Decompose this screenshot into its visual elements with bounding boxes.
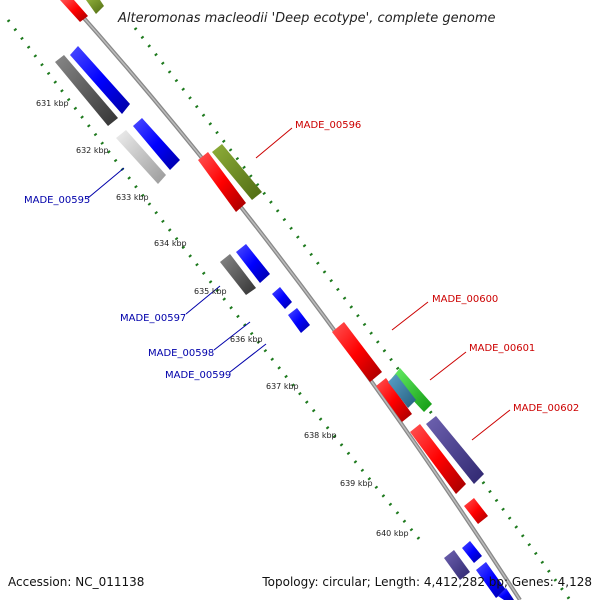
gene-label-made-00598[interactable]: MADE_00598 [148,348,214,359]
gene-feature-red-600b[interactable] [376,378,412,422]
gene-feature-blue-2[interactable] [133,118,180,170]
gene-feature-blue-599[interactable] [288,308,310,333]
kbp-tick-631: 631 kbp [36,99,69,108]
gene-feature-blue-597[interactable] [236,244,270,283]
gene-feature-red-602b[interactable] [464,498,488,524]
kbp-tick-634: 634 kbp [154,239,187,248]
callout-line-598 [213,321,251,351]
callout-line-600 [391,301,429,331]
callout-line-595 [87,167,125,199]
callout-line-599 [229,343,267,373]
kbp-tick-633: 633 kbp [116,193,149,202]
gene-feature-red-600[interactable] [332,322,382,382]
kbp-tick-640: 640 kbp [376,529,409,538]
topology-text: Topology: circular; Length: 4,412,282 bp… [261,575,592,589]
kbp-tick-636: 636 kbp [230,335,263,344]
gene-label-made-00597[interactable]: MADE_00597 [120,313,186,324]
gene-feature-blue-1[interactable] [70,46,130,114]
gene-feature-purple-bottom[interactable] [444,550,470,580]
kbp-tick-638: 638 kbp [304,431,337,440]
gene-feature-green-601[interactable] [392,368,432,412]
gene-label-made-00602[interactable]: MADE_00602 [513,403,579,414]
callout-line-596 [255,127,293,159]
gene-feature-dark-gray-2[interactable] [220,254,256,295]
gene-feature-purple-602[interactable] [426,416,484,484]
gene-feature-teal-601[interactable] [388,374,416,408]
gene-label-made-00600[interactable]: MADE_00600 [432,294,498,305]
gene-feature-olive-596[interactable] [212,144,262,200]
callout-line-597 [185,285,221,315]
callout-line-601 [429,351,467,381]
genome-backbone-highlight [67,0,521,600]
gene-feature-dark-gray-1[interactable] [55,55,118,126]
accession-text: Accession: NC_011138 [8,575,144,589]
gene-feature-red-602a[interactable] [410,424,466,494]
gene-feature-top-olive[interactable] [86,0,104,14]
gene-feature-light-gray[interactable] [116,130,166,184]
gene-label-made-00596[interactable]: MADE_00596 [295,120,361,131]
gene-label-made-00599[interactable]: MADE_00599 [165,370,231,381]
kbp-tick-632: 632 kbp [76,146,109,155]
kbp-tick-635: 635 kbp [194,287,227,296]
kbp-tick-639: 639 kbp [340,479,373,488]
gene-feature-blue-598[interactable] [272,287,292,309]
gene-feature-blue-bottom-3[interactable] [498,588,514,600]
callout-line-602 [471,409,511,441]
tick-track [140,30,585,600]
dotted-track-outer [133,27,572,600]
dotted-track-inner [6,19,422,541]
gene-feature-red-596a[interactable] [198,152,246,212]
gene-label-made-00601[interactable]: MADE_00601 [469,343,535,354]
map-title: Alteromonas macleodii 'Deep ecotype', co… [117,11,495,26]
gene-feature-blue-bottom-2[interactable] [476,562,506,598]
gene-feature-top-red[interactable] [60,0,88,22]
kbp-tick-637: 637 kbp [266,382,299,391]
gene-feature-blue-bottom-1[interactable] [462,541,482,563]
gene-label-made-00595[interactable]: MADE_00595 [24,195,90,206]
